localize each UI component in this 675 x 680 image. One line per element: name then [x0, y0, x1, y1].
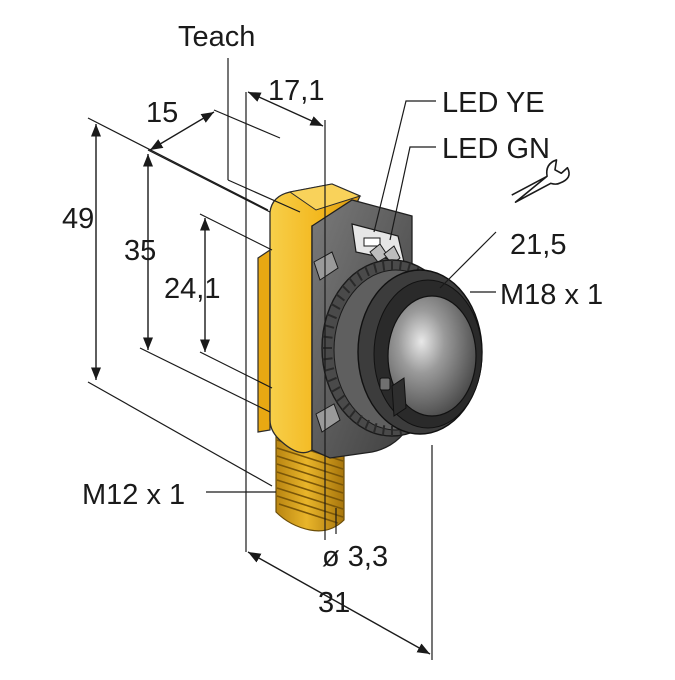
knurl-tick	[372, 262, 378, 273]
knurl-tick	[324, 324, 335, 329]
label-dim-15: 15	[146, 97, 178, 129]
knurl-tick	[398, 260, 403, 271]
label-wrench-size: 21,5	[510, 229, 566, 261]
label-dim-31: 31	[318, 587, 350, 619]
label-hole-diameter: ø 3,3	[322, 541, 388, 573]
knurl-tick	[322, 357, 333, 361]
label-dim-24-1: 24,1	[164, 273, 220, 305]
label-dim-35: 35	[124, 235, 156, 267]
label-led-ye: LED YE	[442, 87, 545, 119]
knurl-tick	[364, 419, 370, 430]
labels: Teach 17,1 15 LED YE LED GN 21,5 M18 x 1…	[62, 21, 603, 619]
yellow-housing	[257, 183, 362, 454]
knurl-tick	[335, 293, 346, 302]
knurl-tick	[364, 266, 370, 277]
led-window	[351, 223, 405, 265]
sensor-body	[257, 183, 483, 532]
knurl-tick	[348, 277, 357, 287]
lens	[387, 295, 477, 417]
knurl-tick	[356, 415, 363, 425]
knurl-tick	[324, 367, 335, 372]
knurl-tick	[341, 402, 351, 411]
knurl-tick	[356, 271, 363, 281]
dimension-lines	[87, 58, 497, 660]
wrench-icon	[511, 159, 570, 203]
knurl-tick	[348, 409, 357, 419]
label-dim-17-1: 17,1	[268, 75, 324, 107]
label-m12-thread: M12 x 1	[82, 479, 185, 511]
knurl-tick	[326, 376, 337, 383]
knurl-tick	[341, 285, 351, 294]
knurl-tick	[372, 423, 378, 434]
label-m18-thread: M18 x 1	[500, 279, 603, 311]
label-teach: Teach	[178, 21, 255, 53]
knurl-tick	[330, 303, 341, 310]
lens-barrel	[357, 269, 483, 435]
label-led-gn: LED GN	[442, 133, 550, 165]
knurl-tick	[335, 394, 346, 403]
knurl-tick	[381, 425, 386, 436]
label-dim-49: 49	[62, 203, 94, 235]
knurl-tick	[381, 260, 386, 271]
knurl-tick	[326, 313, 337, 320]
knurl-tick	[330, 386, 341, 393]
knurl-tick	[322, 335, 333, 339]
